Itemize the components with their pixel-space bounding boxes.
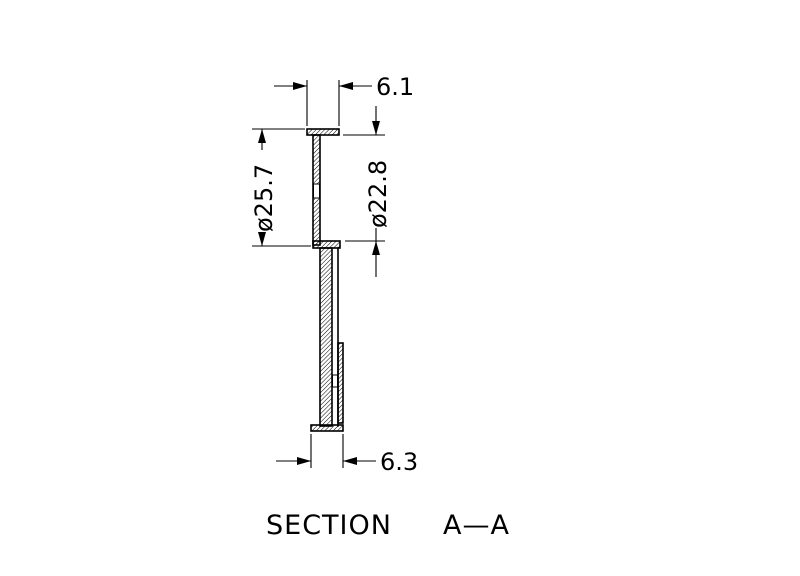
- section-title-word: SECTION: [266, 510, 392, 541]
- dimension-outer-diameter: ø25.7: [250, 128, 311, 247]
- dimension-top-width: 6.1: [274, 73, 414, 126]
- section-title-id: A—A: [443, 510, 510, 541]
- dim-outer-diameter-text: ø25.7: [250, 164, 278, 232]
- lower-wall: [319, 247, 333, 427]
- lower-wall-slot: [332, 374, 338, 388]
- bottom-flange: [310, 424, 344, 432]
- dim-top-width-text: 6.1: [376, 73, 414, 101]
- section-title: SECTION A—A: [266, 510, 510, 541]
- middle-step: [312, 240, 341, 249]
- top-flange: [306, 128, 340, 136]
- dim-inner-diameter-text: ø22.8: [364, 160, 392, 228]
- dim-bottom-width-text: 6.3: [380, 448, 418, 476]
- part-profile: [306, 128, 344, 432]
- dimension-inner-diameter: ø22.8: [343, 106, 392, 277]
- reinforcement-strip: [337, 342, 344, 424]
- dimension-bottom-width: 6.3: [276, 434, 418, 476]
- upper-wall-slot: [313, 183, 320, 199]
